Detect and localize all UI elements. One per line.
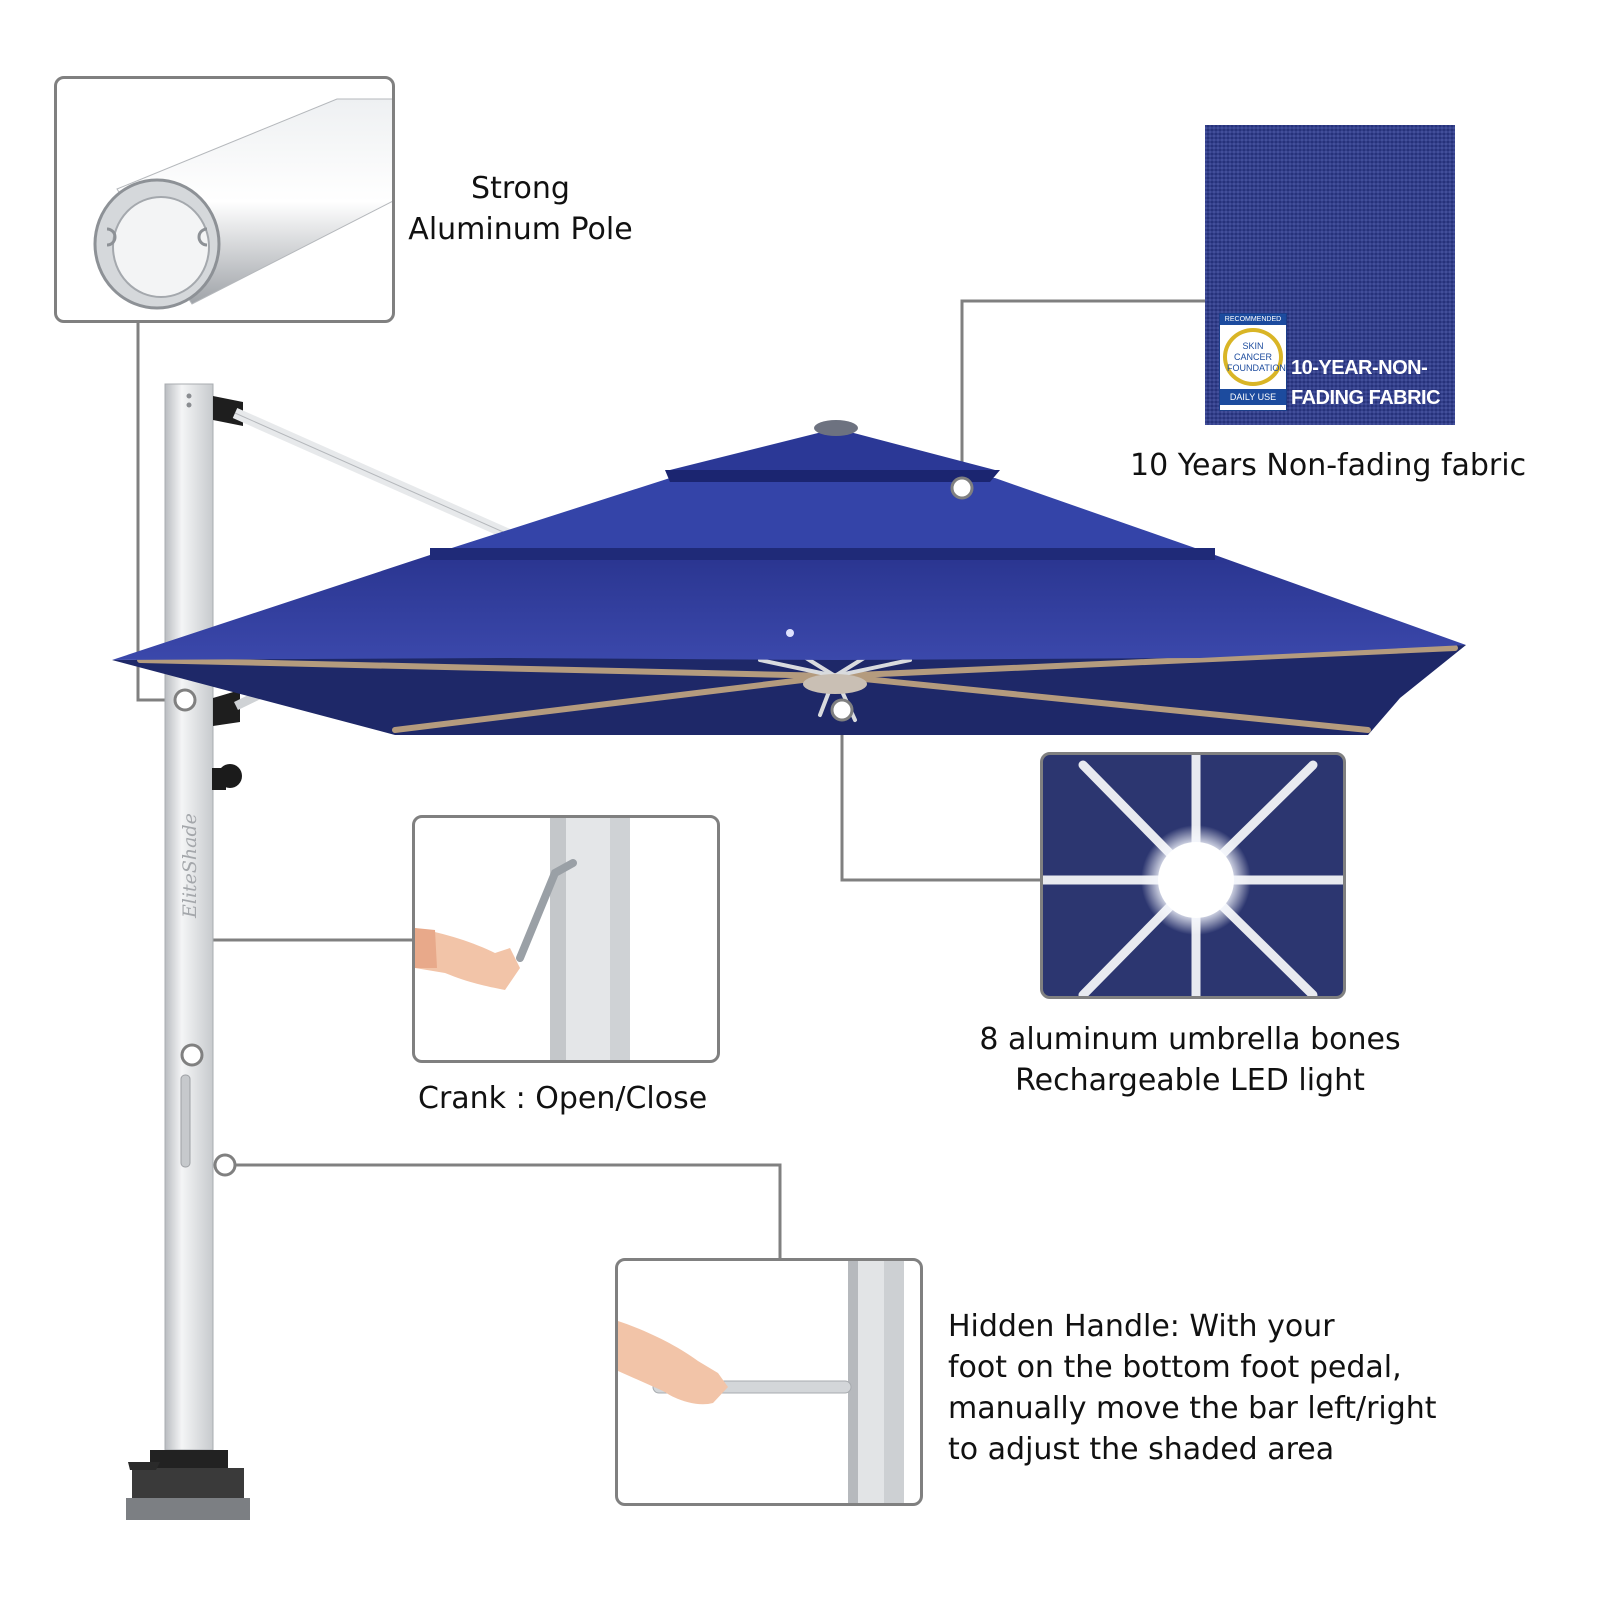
handle-feature-line1: Hidden Handle: With your xyxy=(948,1309,1335,1344)
bones-feature-line2: Rechargeable LED light xyxy=(1015,1063,1365,1098)
callout-line-fabric xyxy=(960,299,1205,488)
aluminum-pole-cross-section-icon xyxy=(93,98,392,310)
crank-feature-label: Crank : Open/Close xyxy=(418,1081,708,1116)
crank-handle-icon xyxy=(415,818,630,1060)
handle-feature-line4: to adjust the shaded area xyxy=(948,1432,1335,1467)
swatch-text-line1: 10-YEAR-NON- xyxy=(1291,357,1428,379)
seal-daily-use-text: DAILY USE xyxy=(1220,389,1286,405)
pole-feature-label: Strong Aluminum Pole xyxy=(398,168,643,250)
hidden-handle-inset xyxy=(615,1258,923,1506)
led-light-icon xyxy=(1043,755,1343,996)
swatch-text: 10-YEAR-NON- FADING FABRIC xyxy=(1291,353,1451,413)
hidden-handle-icon xyxy=(618,1261,904,1503)
support-arm xyxy=(212,396,513,790)
callout-line-crank xyxy=(190,938,412,1055)
callout-line-handle xyxy=(225,1163,782,1258)
bones-feature-line1: 8 aluminum umbrella bones xyxy=(979,1022,1401,1057)
pole-cross-section-inset xyxy=(54,76,395,323)
handle-feature-line3: manually move the bar left/right xyxy=(948,1391,1437,1426)
callout-line-bones xyxy=(840,710,1040,882)
fabric-feature-label: 10 Years Non-fading fabric xyxy=(1130,448,1527,483)
umbrella-canopy xyxy=(112,420,1466,735)
handle-feature-line2: foot on the bottom foot pedal, xyxy=(948,1350,1402,1385)
umbrella-pole: EliteShade xyxy=(126,383,250,1520)
callout-dots xyxy=(173,476,974,1177)
led-bones-inset xyxy=(1040,752,1346,999)
handle-feature-label: Hidden Handle: With your foot on the bot… xyxy=(948,1306,1508,1470)
skin-cancer-foundation-seal-icon: RECOMMENDED SKIN CANCER FOUNDATION DAILY… xyxy=(1219,313,1287,411)
pole-brand-text: EliteShade xyxy=(179,813,201,919)
bones-feature-label: 8 aluminum umbrella bones Rechargeable L… xyxy=(930,1019,1450,1101)
swatch-text-line2: FADING FABRIC xyxy=(1291,387,1441,409)
pole-feature-line2: Aluminum Pole xyxy=(408,212,633,247)
crank-inset xyxy=(412,815,720,1063)
seal-org-text: SKIN CANCER FOUNDATION xyxy=(1223,328,1286,386)
fabric-swatch: RECOMMENDED SKIN CANCER FOUNDATION DAILY… xyxy=(1205,125,1455,425)
seal-recommended-text: RECOMMENDED xyxy=(1220,314,1286,325)
pole-feature-line1: Strong xyxy=(471,171,570,206)
